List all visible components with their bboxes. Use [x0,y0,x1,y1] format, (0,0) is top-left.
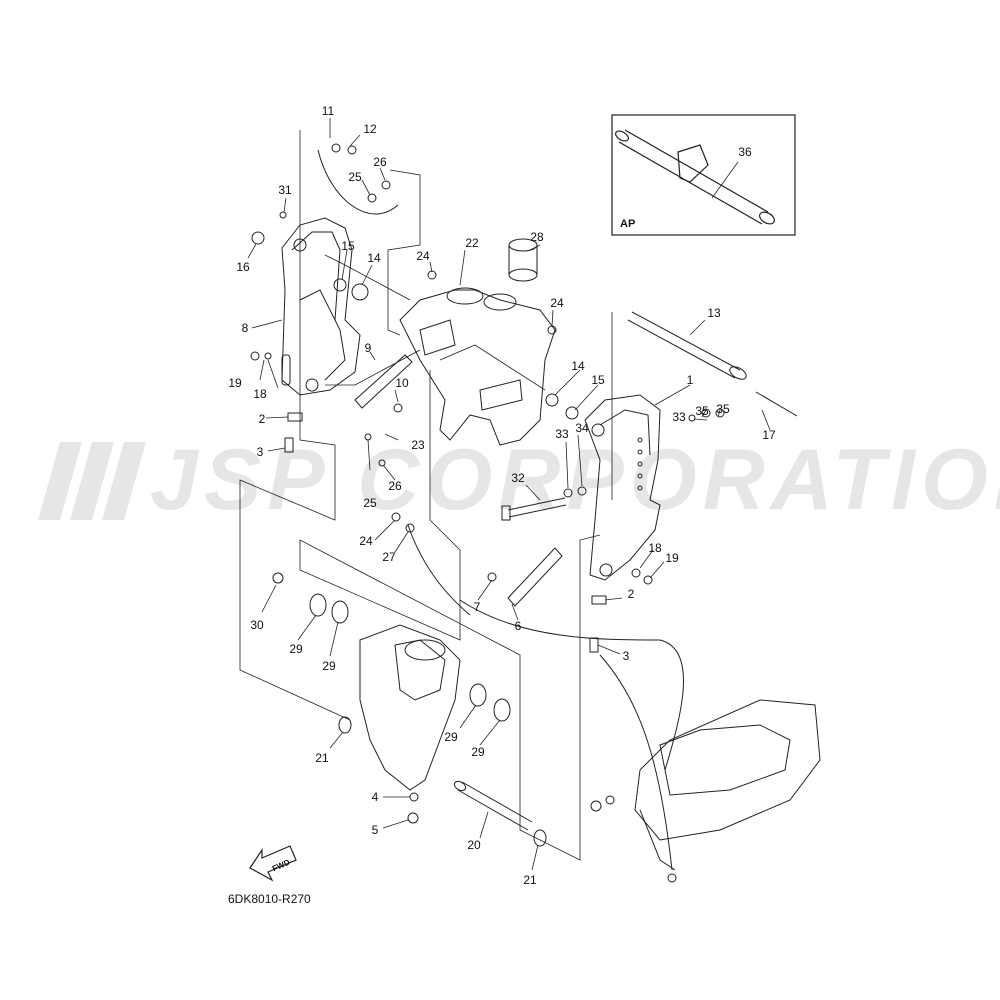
callout-19b: 19 [665,551,679,565]
ground-wire-top [317,149,399,215]
callout-29d: 29 [471,745,485,759]
callout-29c: 29 [444,730,458,744]
callout-9: 9 [364,341,372,355]
callout-31: 31 [278,183,292,197]
callout-26: 26 [373,155,387,169]
fasteners [250,143,725,883]
inset-label: AP [620,218,636,230]
part-17-rod [755,391,798,417]
callout-33: 33 [672,410,686,424]
callout-27: 27 [382,550,396,564]
callout-2b: 2 [627,587,635,601]
callout-18: 18 [253,387,267,401]
callout-28: 28 [530,230,544,244]
callout-11: 11 [321,104,335,118]
callout-35b: 35 [716,402,730,416]
part-6-link [507,547,563,607]
callout-19: 19 [228,376,242,390]
callout-29: 29 [289,642,303,656]
callout-34: 34 [575,421,589,435]
callout-18b: 18 [648,541,662,555]
part-1-right-bracket [584,394,661,581]
ground-wire-bottom [459,599,684,771]
callout-15b: 15 [591,373,605,387]
callout-6: 6 [514,619,522,633]
callout-8: 8 [241,321,249,335]
callout-29b: 29 [322,659,336,673]
leader-lines [247,118,771,871]
callout-20: 20 [467,838,481,852]
callout-24: 24 [416,249,430,263]
part-13-shaft [627,311,747,380]
callout-23: 23 [411,438,425,452]
bushing-21-top [338,716,352,734]
bushing-21-bottom [533,829,547,847]
trim-unit-body [359,624,461,791]
callout-12: 12 [363,122,377,136]
callout-21: 21 [315,751,329,765]
callout-4: 4 [371,790,379,804]
callout-24c: 24 [359,534,373,548]
callout-3b: 3 [622,649,630,663]
inset-box [611,114,796,236]
callout-16: 16 [236,260,250,274]
callout-26b: 26 [388,479,402,493]
callout-33b: 33 [555,427,569,441]
part-28-sleeve [508,238,538,282]
callout-1: 1 [686,373,694,387]
callout-24b: 24 [550,296,564,310]
callout-7: 7 [473,600,481,614]
callout-32: 32 [511,471,525,485]
callout-15: 15 [341,239,355,253]
callout-21b: 21 [523,873,537,887]
part-32-bolt [501,497,567,521]
ground-wire-engine [599,654,673,871]
fwd-arrow-icon [249,845,297,882]
callout-25: 25 [348,170,362,184]
callout-25b: 25 [363,496,377,510]
bushings-29 [309,593,511,722]
callout-14: 14 [367,251,381,265]
callout-17: 17 [762,428,776,442]
part-9-link [354,354,413,409]
callout-2: 2 [258,412,266,426]
callout-22: 22 [465,236,479,250]
reference-lines [239,130,613,861]
callout-36: 36 [738,145,752,159]
diagram-code: 6DK8010-R270 [228,892,311,906]
part-22-swivel-bracket [399,287,556,446]
callout-3: 3 [256,445,264,459]
part-36-tube [615,129,775,225]
callout-13: 13 [707,306,721,320]
callout-30: 30 [250,618,264,632]
callout-10: 10 [395,376,409,390]
engine-lower-section [634,699,821,871]
ground-wire-mid [407,524,471,616]
callout-35: 35 [695,404,709,418]
callout-14b: 14 [571,359,585,373]
callout-5: 5 [371,823,379,837]
